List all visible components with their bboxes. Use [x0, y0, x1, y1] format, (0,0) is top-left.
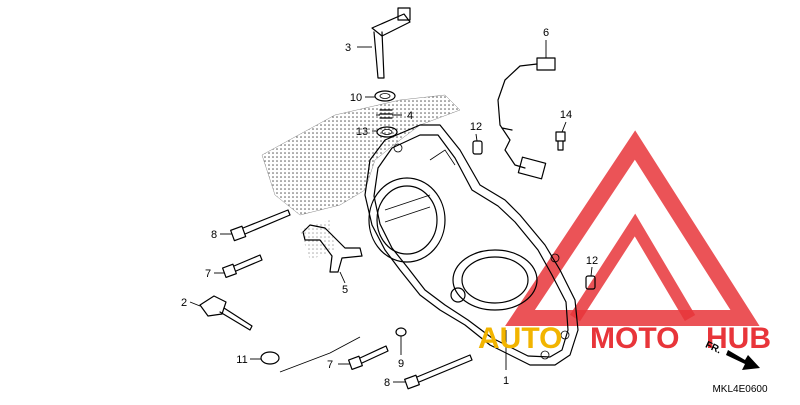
- washer-part-9: [395, 327, 407, 337]
- callout-10: 10: [350, 92, 362, 104]
- callout-5: 5: [342, 284, 348, 296]
- flange-bolt-8-upper: [230, 209, 291, 242]
- callout-8-upper: 8: [211, 229, 217, 241]
- callout-14: 14: [560, 109, 572, 121]
- callout-11: 11: [236, 354, 247, 366]
- callout-13: 13: [356, 126, 368, 138]
- dowel-pin-lower: [585, 275, 596, 290]
- bracket-part: [302, 224, 363, 273]
- o-ring-part: [260, 351, 280, 365]
- spring-part: [379, 109, 393, 119]
- callout-6: 6: [543, 27, 549, 39]
- oil-seal-part: [374, 90, 396, 102]
- callout-3: 3: [345, 42, 351, 54]
- callout-12-upper: 12: [470, 121, 482, 133]
- diagram-code: MKL4E0600: [712, 384, 767, 395]
- callout-12-lower: 12: [586, 255, 598, 267]
- callout-7-upper: 7: [205, 268, 211, 280]
- dowel-pin-upper: [472, 140, 483, 155]
- watermark-logo: [505, 130, 760, 326]
- callout-9: 9: [398, 358, 404, 370]
- engine-background-shading: [261, 94, 461, 260]
- leader-lines: [189, 40, 593, 383]
- flange-bolt-8-lower: [404, 354, 473, 390]
- callout-labels: 3 10 4 13 6 14 12 12 8 7 5 2 11 7 9 8 1: [181, 27, 598, 389]
- callout-1: 1: [503, 375, 509, 387]
- washer-part-13: [376, 126, 398, 138]
- watermark-text: AUTO MOTO HUB: [478, 322, 771, 355]
- callout-8-lower: 8: [384, 377, 390, 389]
- flange-bolt-7-upper: [221, 254, 263, 279]
- callout-7-lower: 7: [327, 359, 333, 371]
- watermark-text-hub: HUB: [706, 322, 771, 355]
- watermark-text-moto: MOTO: [590, 322, 679, 355]
- shift-shaft-part: [371, 7, 411, 79]
- crankcase-cover: [364, 124, 579, 366]
- callout-4: 4: [407, 110, 413, 122]
- watermark-text-auto: AUTO: [478, 322, 562, 355]
- callout-2: 2: [181, 297, 187, 309]
- sensor-harness-part: [497, 57, 556, 180]
- flange-bolt-7-lower: [347, 345, 389, 371]
- oil-dipstick-part: [199, 295, 253, 331]
- bolt-part-14: [555, 131, 566, 151]
